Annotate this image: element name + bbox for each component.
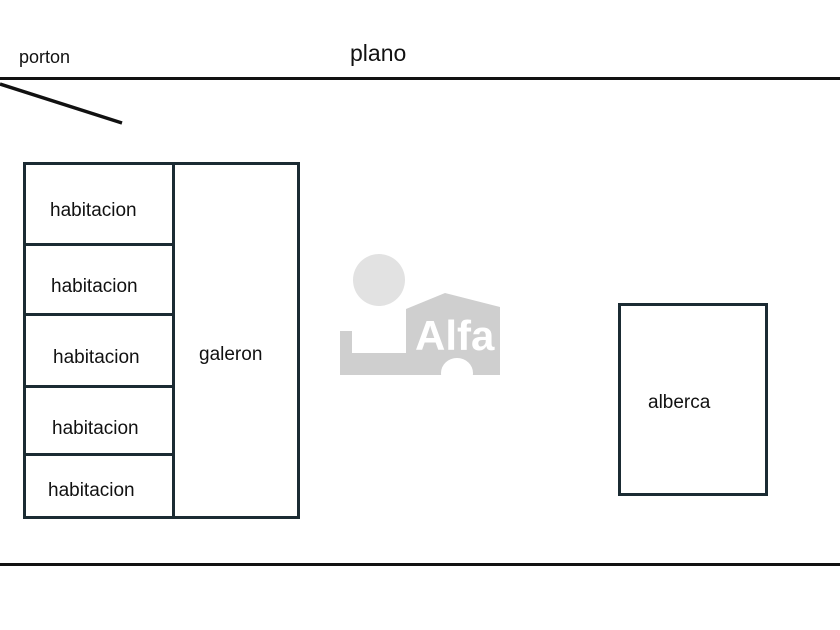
pool-label: alberca [648, 392, 711, 413]
room-divider [23, 385, 174, 388]
pool-outline [618, 303, 768, 496]
gate-label: porton [19, 47, 71, 67]
room-divider [23, 313, 174, 316]
gate-swing-line [0, 82, 123, 125]
top-boundary-line [0, 77, 840, 80]
room-label: habitacion [52, 418, 139, 439]
left-building-outline [23, 162, 300, 519]
room-label: habitacion [48, 480, 135, 501]
plan-title: plano [350, 40, 407, 66]
room-label: habitacion [53, 347, 140, 368]
watermark-text: Alfa [415, 312, 495, 359]
room-label: habitacion [50, 200, 137, 221]
room-divider [23, 243, 174, 246]
alfa-watermark-logo: Alfa [340, 254, 500, 375]
hall-label: galeron [199, 344, 263, 365]
room-divider [23, 453, 174, 456]
building-divider [172, 162, 175, 519]
bottom-boundary-line [0, 563, 840, 566]
room-label: habitacion [51, 276, 138, 297]
